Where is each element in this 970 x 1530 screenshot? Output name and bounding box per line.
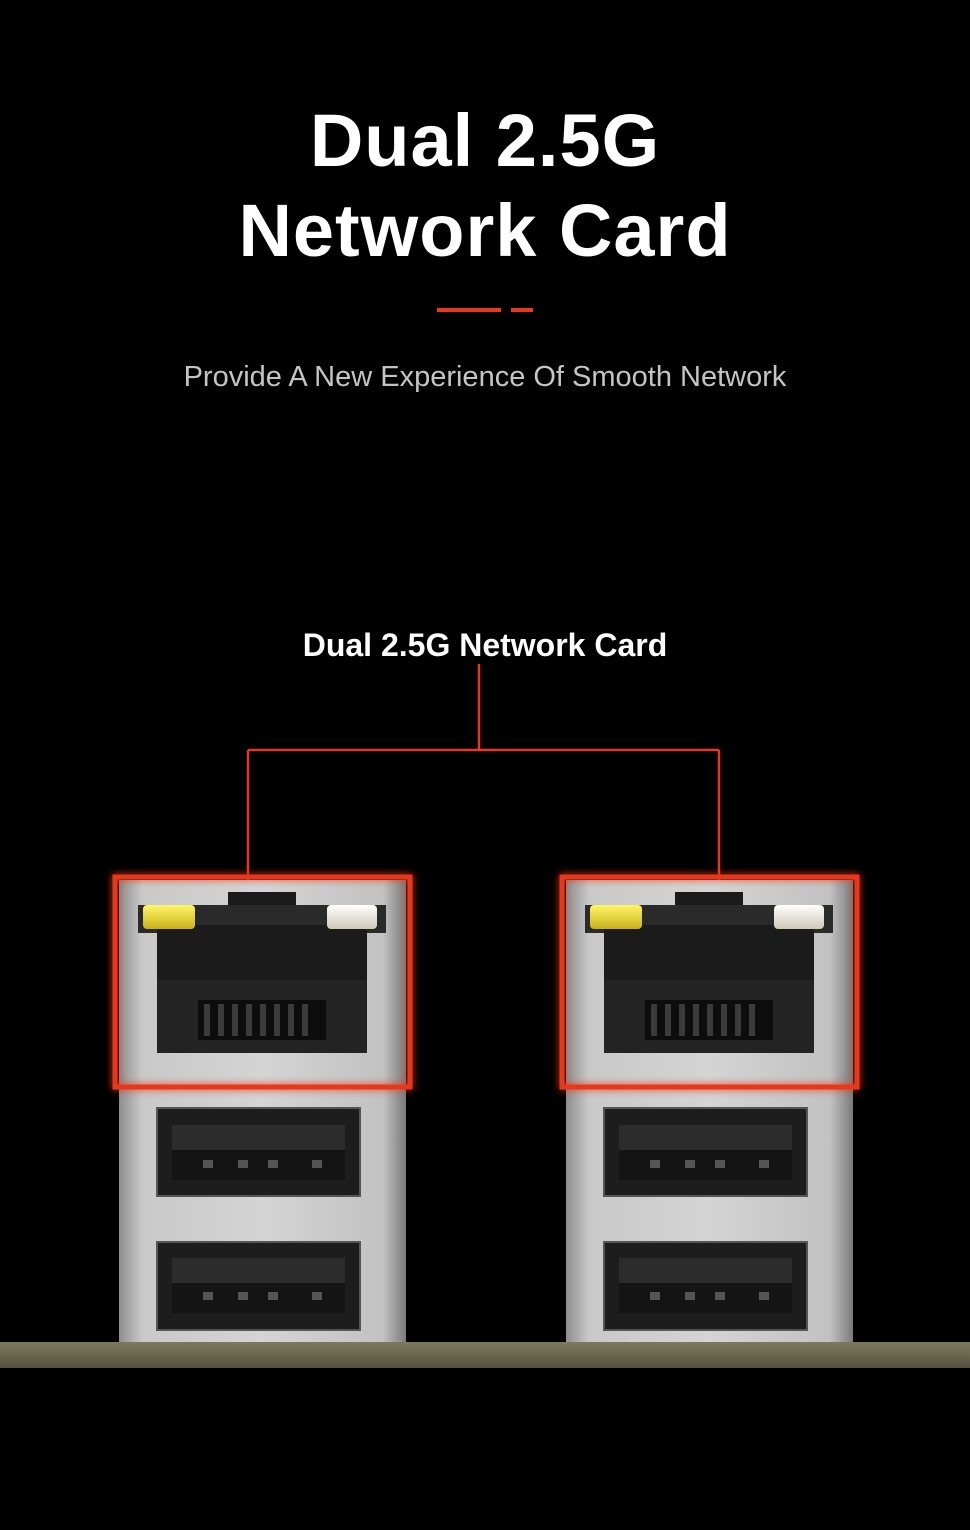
rj45-port-right [585,892,833,1053]
callout-label: Dual 2.5G Network Card [302,627,668,663]
usb-port-right-1 [603,1107,808,1197]
subtitle: Provide A New Experience Of Smooth Netwo… [183,361,787,393]
rj45-port-left [138,892,386,1053]
usb-port-right-2 [603,1241,808,1331]
usb-port-left-2 [156,1241,361,1331]
status-led-yellow [590,905,642,929]
accent-dash-short [511,308,533,312]
rj45-highlight-left [112,874,413,1090]
headline-line-2: Network Card [238,189,732,272]
status-led-yellow [143,905,195,929]
port-stack-right [559,874,860,1343]
accent-dash-long [437,308,501,312]
headline-line-1: Dual 2.5G [309,99,661,182]
status-led-white [774,905,824,929]
circuit-board [0,1342,970,1368]
rj45-highlight-right [559,874,860,1090]
port-stack-left [112,874,413,1343]
usb-port-left-1 [156,1107,361,1197]
status-led-white [327,905,377,929]
